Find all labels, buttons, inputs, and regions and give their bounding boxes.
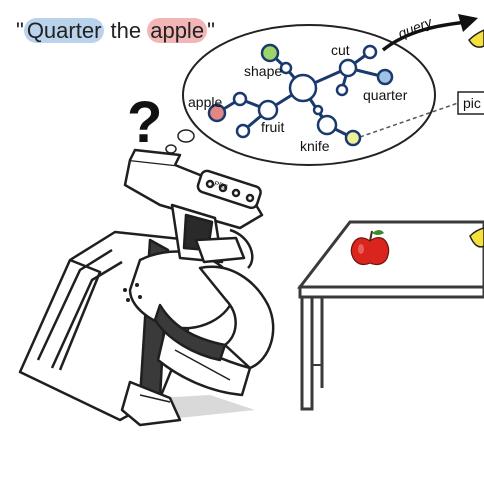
word-apple: apple (147, 18, 208, 43)
graph-nodes (207, 43, 394, 147)
table-apron (298, 285, 484, 299)
node-knife-hub (316, 114, 338, 136)
command-text: "Quarter the apple" (16, 18, 215, 44)
label-cut: cut (331, 42, 350, 58)
open-quote: " (16, 18, 24, 43)
node-quarter (376, 68, 394, 86)
label-fruit: fruit (261, 119, 284, 135)
node-knife (344, 129, 362, 147)
close-quote: " (207, 18, 215, 43)
node-cut (362, 44, 378, 60)
clipped-label: pic (463, 95, 481, 111)
label-shape: shape (244, 63, 282, 79)
node-fruit (235, 123, 251, 139)
node-hub (288, 73, 318, 103)
question-mark: ? (127, 90, 162, 155)
apple (350, 230, 390, 266)
node-misc (335, 83, 349, 97)
label-quarter: quarter (363, 87, 408, 103)
word-quarter: Quarter (23, 18, 105, 43)
label-knife: knife (300, 138, 330, 154)
thought-dot-small (165, 144, 177, 154)
graph-dashed-link (359, 102, 459, 138)
label-apple: apple (188, 94, 222, 110)
word-the: the (104, 18, 148, 43)
query-arrow-head (458, 14, 478, 32)
node-knife-link (312, 104, 324, 116)
table-leg-front (300, 295, 314, 411)
node-shape-link (279, 61, 293, 75)
query-label: query (396, 13, 435, 41)
node-shape (260, 43, 280, 63)
node-apple (207, 103, 227, 123)
robot (18, 148, 275, 427)
node-fruit-hub (257, 99, 279, 121)
query-arrow (381, 20, 468, 52)
thought-dot-large (177, 129, 195, 143)
table-top (296, 220, 484, 289)
banana-top (468, 29, 484, 48)
banana-table (469, 227, 484, 248)
robot-label: PR2 (213, 181, 228, 192)
node-cut-hub (338, 58, 358, 78)
clipped-panel (457, 91, 484, 115)
node-apple-link (232, 91, 248, 107)
